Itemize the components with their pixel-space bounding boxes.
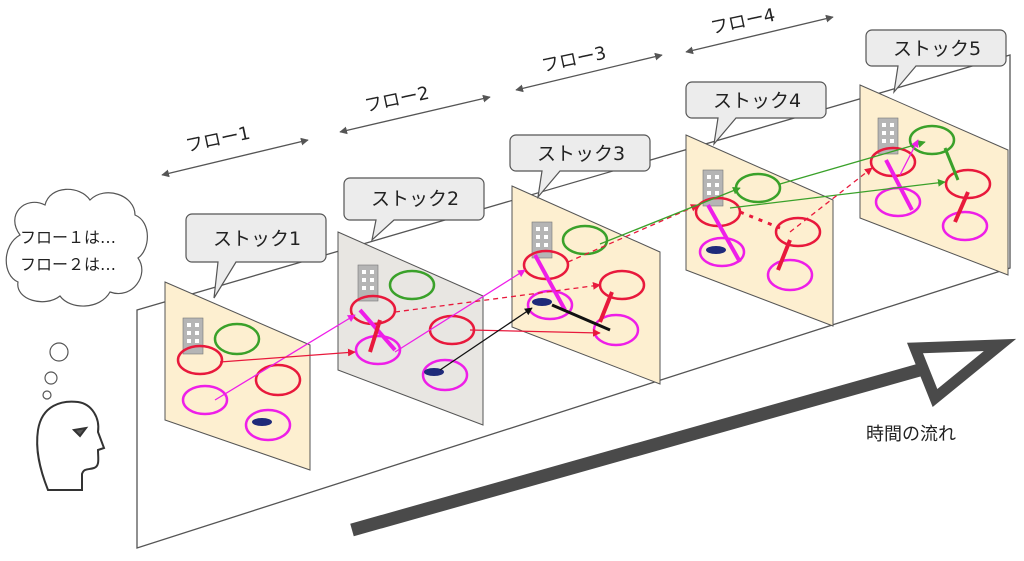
thought-bubble xyxy=(44,371,58,385)
stock-node xyxy=(908,124,956,156)
stock-node xyxy=(698,236,746,268)
thought-bubble xyxy=(42,390,52,400)
thought-cloud xyxy=(5,188,148,400)
stock-node xyxy=(766,258,814,292)
vehicle-icon xyxy=(532,298,552,306)
stock-node xyxy=(944,168,992,200)
stock-node xyxy=(181,384,229,416)
stock-node xyxy=(213,322,261,356)
stock-callout-2: ストック2 xyxy=(343,177,485,242)
building-icon xyxy=(357,264,379,302)
stock-callout-1: ストック1 xyxy=(185,213,327,299)
building-icon xyxy=(877,117,899,155)
stock-node xyxy=(254,363,302,397)
flow-label-1: フロー1 xyxy=(184,123,252,157)
stock-node xyxy=(176,344,224,376)
stock-node xyxy=(244,408,292,442)
stock-callout-5: ストック5 xyxy=(865,29,1007,95)
stock-node xyxy=(388,269,436,301)
stock-node xyxy=(774,216,822,248)
building-icon xyxy=(531,221,553,259)
perspective-box xyxy=(136,54,1011,549)
stock-node xyxy=(421,358,469,392)
time-label: 時間の流れ xyxy=(866,424,956,445)
thought-bubble xyxy=(49,342,69,362)
flow-label-3: フロー3 xyxy=(540,43,608,77)
stock-label-1: ストック1 xyxy=(213,228,301,250)
stock-panel-4 xyxy=(685,134,834,327)
thought-line-1: フロー１は… xyxy=(20,228,116,247)
stock-callout-3: ストック3 xyxy=(509,134,651,200)
stock-label-4: ストック4 xyxy=(713,90,801,112)
stock-panel-1 xyxy=(164,281,311,471)
flow-label-4: フロー4 xyxy=(709,5,777,39)
vehicle-icon xyxy=(706,246,726,254)
thought-line-2: フロー２は… xyxy=(20,255,116,274)
stock-node xyxy=(354,334,402,366)
stock-panel-5 xyxy=(859,84,1009,276)
flow-1: フロー1 xyxy=(161,123,309,178)
vehicle-icon xyxy=(424,368,444,376)
stock-node xyxy=(941,210,989,242)
stock-label-5: ストック5 xyxy=(893,38,981,60)
stock-callout-4: ストック4 xyxy=(685,81,827,147)
stock-panel-2 xyxy=(337,231,484,426)
flow-label-2: フロー2 xyxy=(363,83,431,117)
flow-connections xyxy=(214,139,946,401)
flow-2: フロー2 xyxy=(339,83,491,135)
head-icon xyxy=(36,400,106,491)
flow-4: フロー4 xyxy=(685,5,834,55)
stock-panel-3 xyxy=(511,185,661,385)
stock-label-2: ストック2 xyxy=(371,188,459,210)
time-arrow xyxy=(350,338,1017,537)
vehicle-icon xyxy=(252,418,272,426)
flow-3: フロー3 xyxy=(515,43,663,93)
stock-label-3: ストック3 xyxy=(537,143,625,165)
